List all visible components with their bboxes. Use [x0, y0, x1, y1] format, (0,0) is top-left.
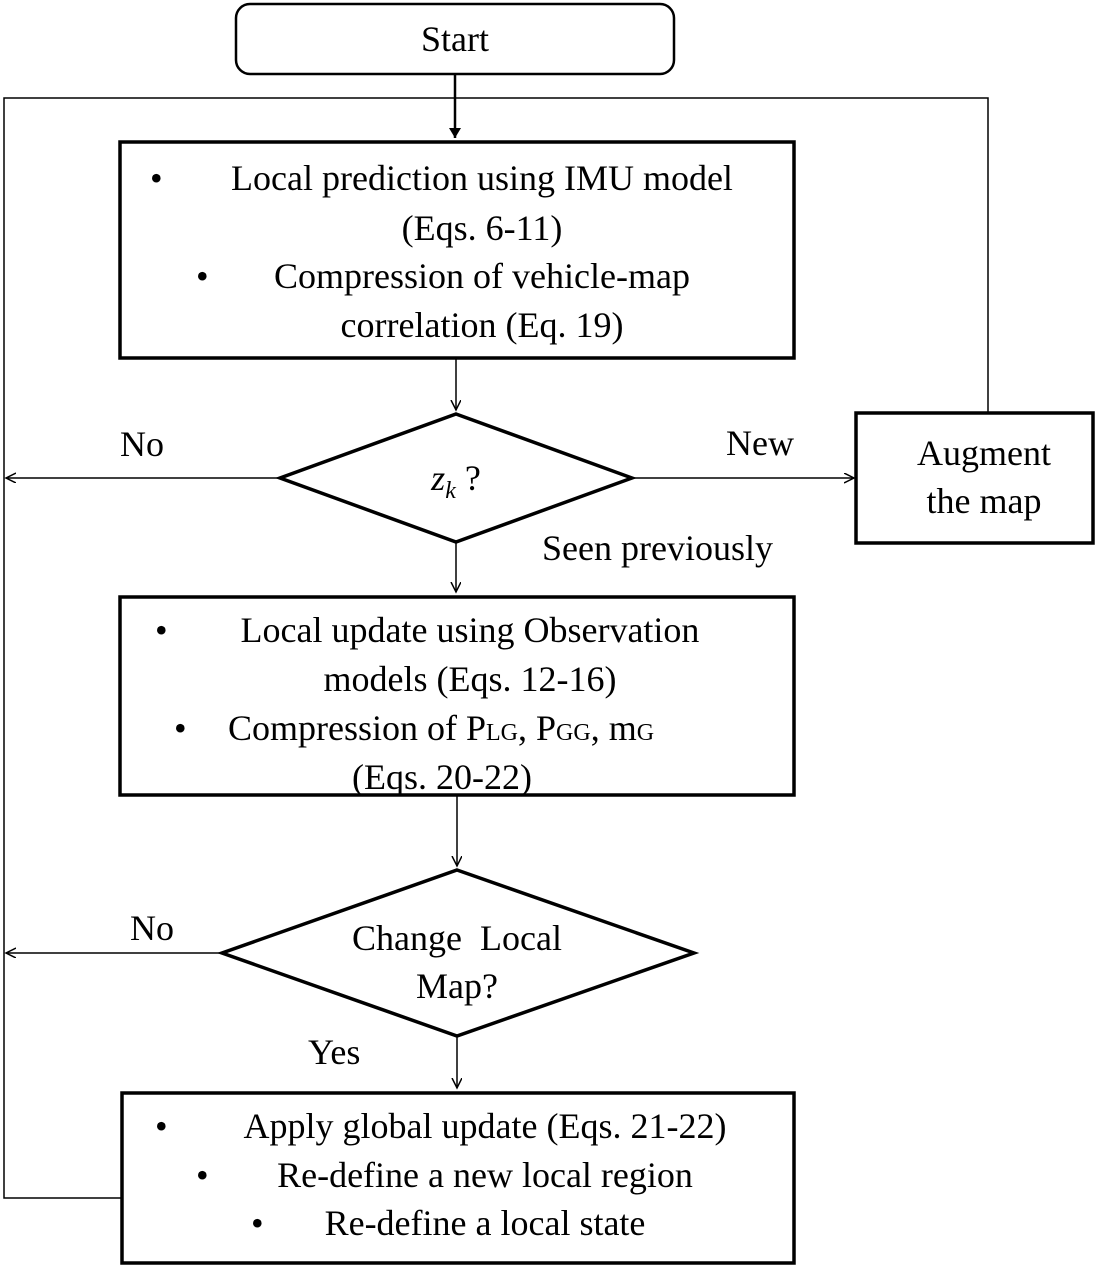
decision2-line-2: Map?	[416, 966, 498, 1006]
box2-line3-prefix: Compression of P	[228, 708, 486, 748]
box1-line-1: Local prediction using IMU model	[231, 158, 733, 198]
box2-line-4: (Eqs. 20-22)	[352, 757, 532, 797]
augment-line-1: Augment	[917, 433, 1051, 473]
box2-mg-sub: G	[637, 720, 654, 746]
box3-bullet-3: •	[251, 1203, 264, 1243]
box2-sep1: , P	[518, 708, 556, 748]
box2-line-3: Compression of PLG, PGG, mG	[228, 708, 654, 748]
decision1-suffix: ?	[456, 458, 481, 498]
decision2-no-label: No	[130, 908, 174, 948]
loop-back-line	[3, 97, 989, 1199]
box1-bullet-2: •	[196, 256, 209, 296]
box2-bullet-1: •	[155, 610, 168, 650]
box1-line-2: (Eqs. 6-11)	[402, 208, 563, 248]
box3-line-2: Re-define a new local region	[277, 1155, 693, 1195]
decision1-var: z	[430, 458, 445, 498]
decision1-no-label: No	[120, 424, 164, 464]
decision2-yes-label: Yes	[308, 1032, 360, 1072]
decision1-seen-label: Seen previously	[542, 528, 773, 568]
box2-line-1: Local update using Observation	[241, 610, 700, 650]
box2-line-2: models (Eqs. 12-16)	[324, 659, 617, 699]
box1-line-3: Compression of vehicle-map	[274, 256, 690, 296]
global-update-box	[120, 1091, 796, 1265]
augment-line-2: the map	[927, 481, 1042, 521]
decision1-sub: k	[445, 478, 456, 504]
box2-plg-sub: LG	[486, 720, 518, 746]
decision1-text: zk ?	[430, 458, 481, 504]
box3-line-3: Re-define a local state	[325, 1203, 646, 1243]
box3-bullet-1: •	[155, 1106, 168, 1146]
box2-pgg-sub: GG	[556, 720, 591, 746]
box3-line-1: Apply global update (Eqs. 21-22)	[244, 1106, 727, 1146]
box1-line-4: correlation (Eq. 19)	[341, 305, 624, 345]
box2-bullet-2: •	[174, 708, 187, 748]
augment-map-box	[854, 411, 1095, 545]
box3-bullet-2: •	[196, 1155, 209, 1195]
box2-sep2: , m	[591, 708, 637, 748]
box1-bullet-1: •	[150, 158, 163, 198]
decision1-new-label: New	[726, 423, 794, 463]
local-prediction-box	[118, 140, 796, 360]
decision2-line-1: Change Local	[352, 918, 562, 958]
start-label: Start	[421, 19, 489, 59]
